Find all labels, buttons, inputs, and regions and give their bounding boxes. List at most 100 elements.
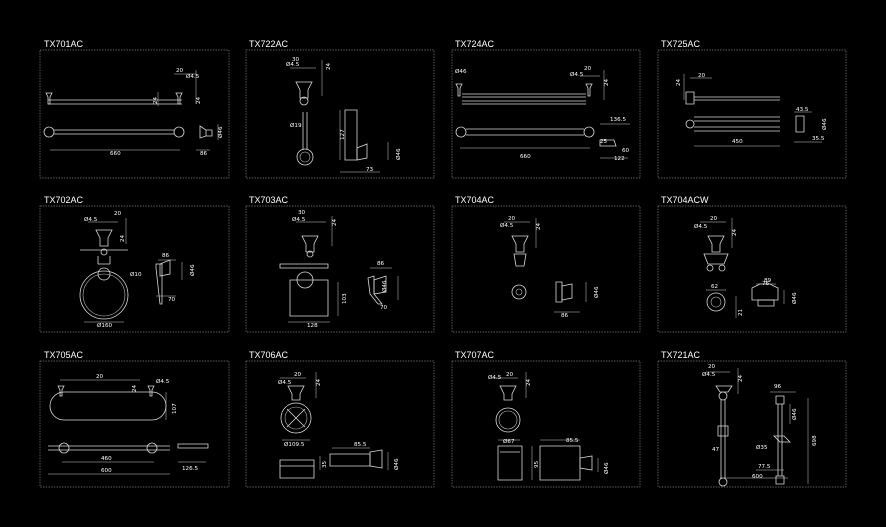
dim-label: 24: [132, 384, 138, 392]
dim-label: 21: [738, 308, 744, 316]
dim-label: Ø160: [97, 322, 113, 329]
dim-label: Ø4.5: [694, 223, 708, 230]
dim-label: 107: [172, 403, 178, 414]
dim-label: 24: [316, 378, 322, 386]
dim-label: Ø46: [821, 118, 828, 130]
dim-label: 20: [114, 211, 122, 217]
dim-label: Ø35: [756, 444, 768, 451]
dim-label: 77.5: [758, 464, 771, 470]
towel-bar-drawing: [43, 70, 219, 151]
dim-label: 660: [110, 151, 121, 157]
dim-label: 86: [200, 151, 208, 157]
dim-label: 70: [380, 305, 388, 311]
dim-label: 20: [294, 372, 302, 378]
dim-label: Ø46: [593, 286, 600, 298]
dim-label: 24: [536, 222, 542, 230]
dim-label: 136.5: [610, 117, 626, 123]
dim-label: Ø4.5: [292, 216, 306, 223]
tumbler-holder-drawing: [492, 372, 599, 481]
dim-label: 600: [752, 474, 763, 480]
dim-label: Ø67: [503, 438, 515, 445]
dim-label: 85.5: [566, 438, 579, 444]
dim-label: Ø4.5: [84, 216, 98, 223]
panel-code: TX724AC: [455, 39, 495, 49]
soap-dish-drawing: [279, 372, 389, 479]
panel-code: TX721AC: [661, 350, 701, 360]
dim-label: 43.5: [796, 107, 809, 113]
panel-tx705ac: TX705AC 20 Ø4.5 24 107 460 600 126.5: [39, 350, 230, 488]
panel-frame: [451, 205, 641, 333]
dim-label: 450: [732, 139, 743, 145]
panel-tx704ac: TX704AC 20 Ø4.5 24 Ø46 86: [451, 195, 641, 333]
dim-label: 70: [168, 297, 176, 303]
dim-label: 600: [101, 468, 112, 474]
panel-frame: [657, 205, 847, 333]
dim-label: 95: [534, 460, 540, 468]
dim-label: 128: [307, 323, 318, 329]
dim-label: Ø46: [217, 126, 224, 138]
panel-tx701ac: TX701AC 20 Ø4.5 24 24 Ø46 660 86: [39, 39, 230, 179]
slide-bar-drawing: [706, 368, 809, 487]
dim-label: 30: [292, 57, 300, 63]
panel-tx721ac: TX721AC 20 Ø4.5 24 96 Ø46 Ø35 4: [657, 350, 847, 488]
dim-label: 20: [176, 68, 184, 74]
dim-label: Ø4.5: [488, 374, 502, 381]
panel-frame: [657, 360, 847, 488]
dim-label: Ø46: [603, 462, 610, 474]
dim-label: 122: [614, 156, 625, 162]
panel-code: TX704ACW: [661, 195, 709, 205]
dim-label: 20: [96, 374, 104, 380]
dim-label: 460: [101, 456, 112, 462]
robe-hook-drawing: [504, 218, 587, 313]
panel-code: TX707AC: [455, 350, 495, 360]
panel-tx725ac: TX725AC 20 24 43.5 Ø46 450 35.5: [657, 39, 847, 179]
panel-code: TX706AC: [249, 350, 289, 360]
dim-label: Ø46: [455, 68, 467, 75]
dim-label: Ø19: [290, 122, 302, 129]
paper-holder-cover-drawing: [279, 216, 399, 323]
panel-frame: [39, 205, 230, 333]
glass-shelf-drawing: [48, 379, 209, 475]
panel-frame: [245, 205, 435, 333]
dim-label: 698: [812, 435, 818, 446]
dim-label: 24: [120, 234, 126, 242]
double-robe-hook-drawing: [700, 218, 785, 318]
dim-label: 103: [342, 293, 348, 304]
dim-label: 76: [762, 281, 770, 287]
panel-code: TX704AC: [455, 195, 495, 205]
dim-label: 20: [506, 372, 514, 378]
panel-frame: [39, 49, 230, 179]
dim-label: Ø46: [393, 458, 400, 470]
dim-label: 24: [326, 62, 332, 70]
dim-label: Ø46: [381, 280, 388, 292]
dim-label: 24: [332, 218, 338, 226]
dim-label: Ø4.5: [186, 73, 200, 80]
panel-code: TX705AC: [44, 350, 84, 360]
dim-label: Ø4.5: [570, 71, 584, 78]
dim-label: 24: [196, 96, 202, 104]
panel-code: TX702AC: [44, 195, 84, 205]
panel-code: TX722AC: [249, 39, 289, 49]
panel-tx704acw: TX704ACW 20 Ø4.5 24 89 62 Ø46 21 76: [657, 195, 847, 333]
dim-label: Ø4.5: [702, 371, 716, 378]
swing-towel-bar-drawing: [683, 74, 822, 147]
dim-label: 62: [711, 284, 718, 290]
dim-label: 24: [676, 78, 682, 86]
dim-label: 20: [708, 364, 716, 370]
dim-label: 24: [738, 374, 744, 382]
dim-label: 126.5: [182, 466, 198, 472]
dim-label: 35: [322, 460, 328, 468]
dim-label: 35.5: [812, 136, 825, 142]
panel-tx703ac: TX703AC 30 Ø4.5 24 86 Ø46 103 128 70: [245, 195, 435, 333]
dim-label: Ø109.5: [284, 441, 305, 448]
dim-label: 24: [153, 96, 159, 104]
dim-label: Ø46: [791, 408, 798, 420]
dim-label: Ø46: [791, 292, 798, 304]
panel-frame: [451, 49, 641, 179]
dim-label: Ø46: [189, 264, 196, 276]
panel-frame: [451, 360, 641, 488]
paper-holder-drawing: [290, 60, 389, 173]
dim-label: Ø4.5: [278, 379, 292, 386]
